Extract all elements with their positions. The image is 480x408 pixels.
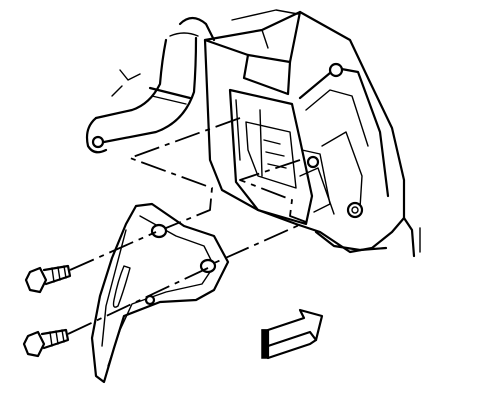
alignment-centerlines [67, 117, 307, 335]
intake-tube [85, 16, 216, 154]
upper-bracket-bolt [24, 264, 72, 294]
lower-bracket-bolt [22, 328, 70, 358]
mounting-bracket [90, 202, 230, 384]
view-direction-arrow [261, 308, 324, 360]
engine-block [203, 9, 421, 258]
